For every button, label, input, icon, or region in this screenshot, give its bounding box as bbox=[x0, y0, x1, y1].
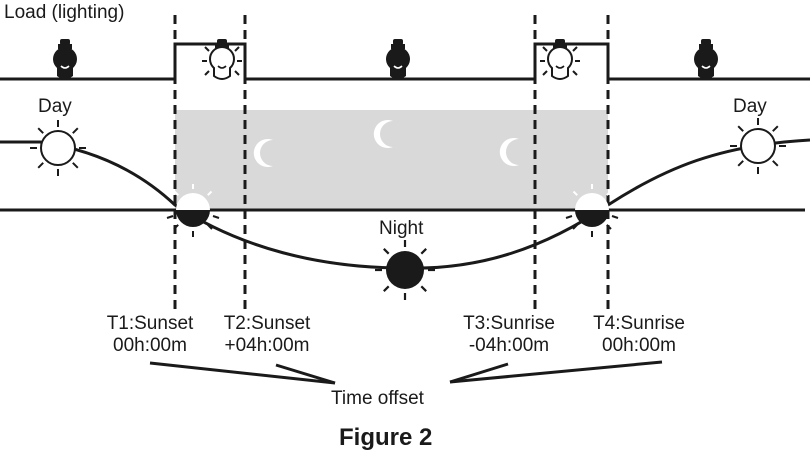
marker-name: T4:Sunrise bbox=[593, 313, 685, 334]
sun-icon bbox=[729, 117, 787, 175]
time-offset-label: Time offset bbox=[331, 388, 424, 409]
marker-label-t3: T3:Sunrise -04h:00m bbox=[434, 313, 584, 357]
figure-caption: Figure 2 bbox=[339, 424, 433, 451]
marker-offset: +04h:00m bbox=[224, 335, 310, 356]
day-label-right: Day bbox=[733, 96, 767, 117]
pointer-t3 bbox=[449, 362, 509, 384]
bulb-off-icon bbox=[693, 38, 719, 80]
bulb-off-icon bbox=[52, 38, 78, 80]
night-band bbox=[175, 110, 608, 210]
pointer-t4 bbox=[449, 360, 663, 384]
marker-label-t1: T1:Sunset 00h:00m bbox=[75, 313, 225, 357]
pointer-t1 bbox=[149, 361, 336, 385]
marker-offset: 00h:00m bbox=[602, 335, 676, 356]
marker-name: T1:Sunset bbox=[106, 313, 194, 334]
marker-label-t2: T2:Sunset +04h:00m bbox=[192, 313, 342, 357]
marker-offset: -04h:00m bbox=[468, 335, 550, 356]
day-label-left: Day bbox=[38, 96, 72, 117]
marker-offset: 00h:00m bbox=[113, 335, 187, 356]
marker-name: T2:Sunset bbox=[223, 313, 311, 334]
load-axis-label: Load (lighting) bbox=[4, 2, 125, 23]
night-label: Night bbox=[379, 218, 424, 239]
bulb-off-icon bbox=[385, 38, 411, 80]
marker-label-t4: T4:Sunrise 00h:00m bbox=[564, 313, 714, 357]
marker-name: T3:Sunrise bbox=[463, 313, 555, 334]
night-sun-icon bbox=[373, 238, 437, 302]
pointer-t2 bbox=[275, 363, 336, 385]
sun-icon bbox=[29, 119, 87, 177]
